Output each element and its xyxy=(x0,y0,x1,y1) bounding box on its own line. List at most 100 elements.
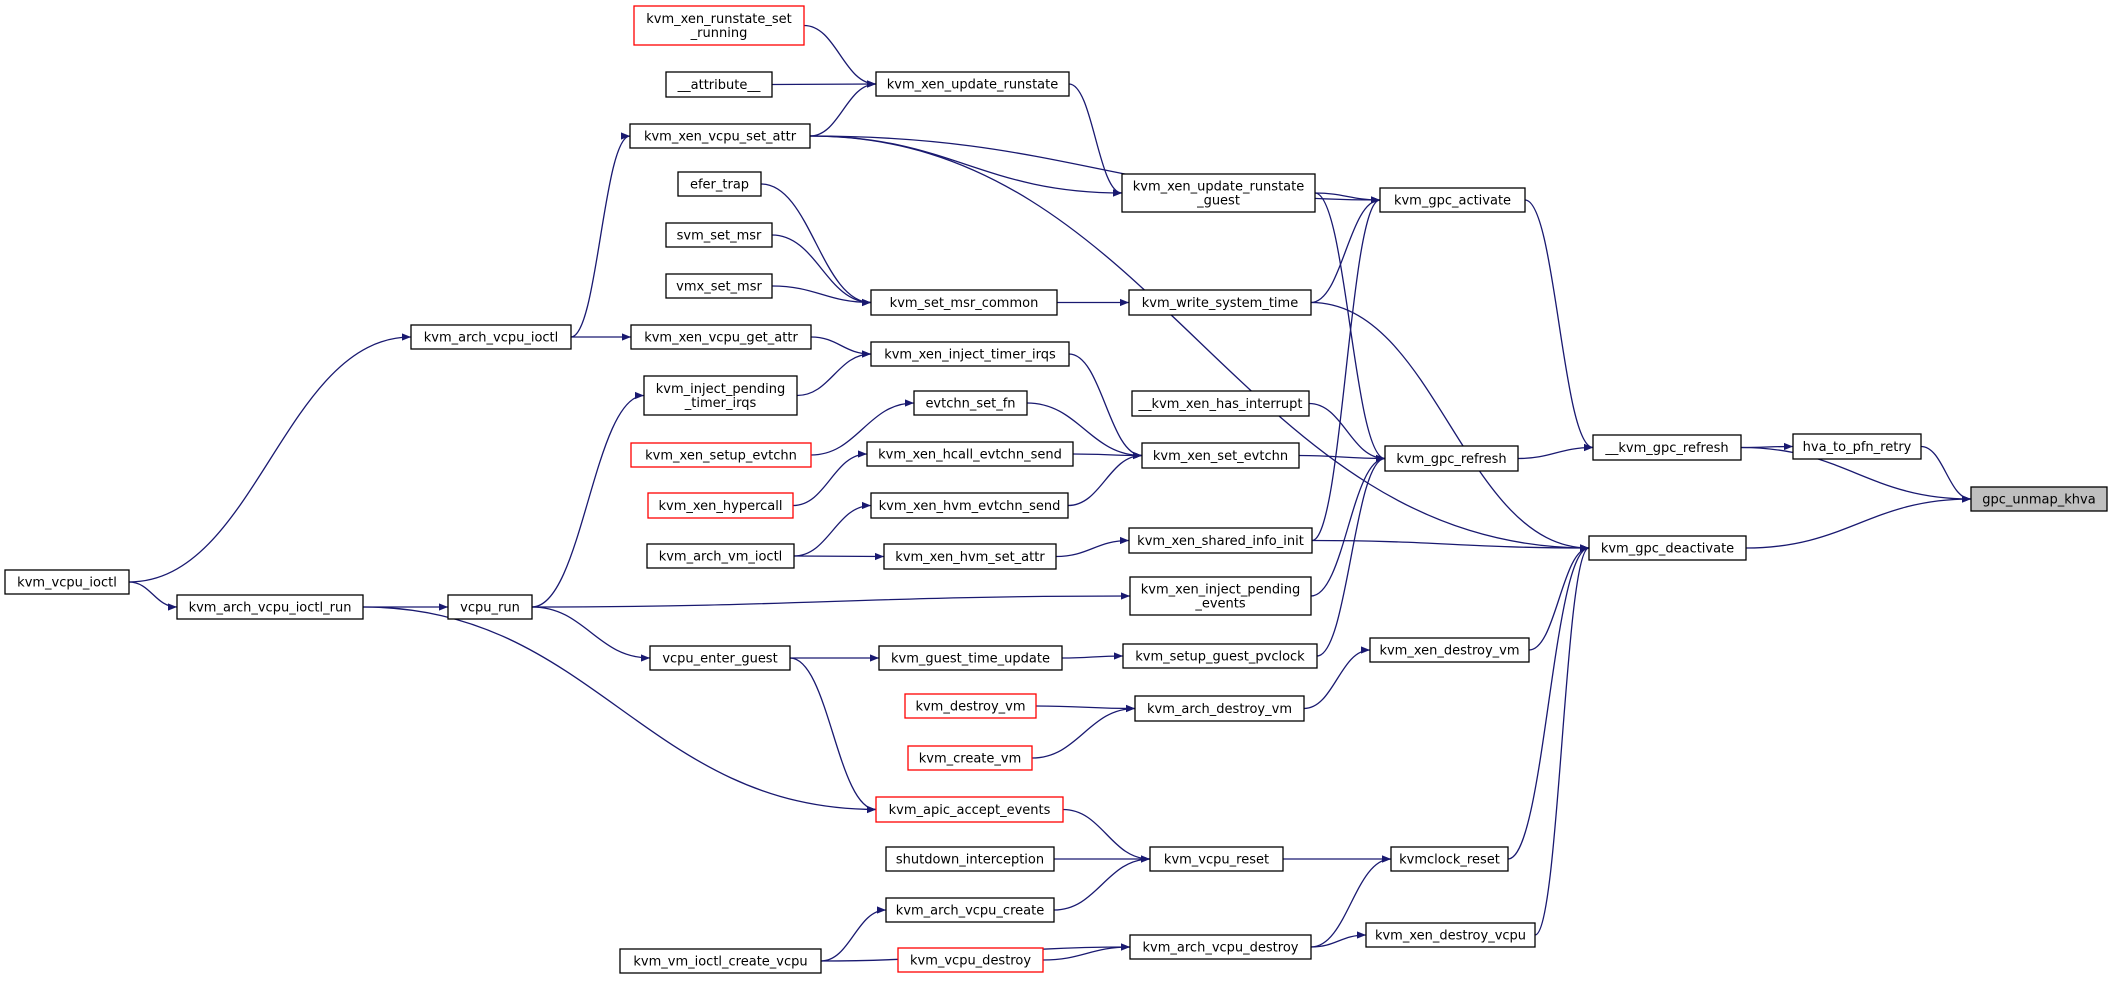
node-kvm-gpc-activate[interactable]: kvm_gpc_activate xyxy=(1379,187,1526,213)
node-kvm-vcpu-ioctl[interactable]: kvm_vcpu_ioctl xyxy=(4,569,130,595)
edge-kvm-xen-hypercall-to-kvm-xen-hcall-evtchn-send xyxy=(792,450,868,507)
node-kvm-gpc-refresh[interactable]: kvm_gpc_refresh xyxy=(1384,445,1519,472)
node-box xyxy=(665,222,773,248)
node-kvm-vcpu-destroy[interactable]: kvm_vcpu_destroy xyxy=(897,947,1044,973)
node-kvm-arch-vcpu-ioctl[interactable]: kvm_arch_vcpu_ioctl xyxy=(410,324,572,350)
edge-kvm-xen-vcpu-get-attr-to-kvm-xen-inject-timer-irqs xyxy=(810,336,872,358)
node-box xyxy=(1970,486,2108,512)
edge-attribute--to-kvm-xen-update-runstate xyxy=(771,80,877,88)
node-kvm-xen-inject-pending-events[interactable]: kvm_xen_inject_pending_events xyxy=(1129,576,1312,616)
node-kvm-xen-set-evtchn[interactable]: kvm_xen_set_evtchn xyxy=(1141,442,1300,469)
edge-kvm-xen-hvm-evtchn-send-to-kvm-xen-set-evtchn xyxy=(1067,451,1143,507)
node-vcpu-run[interactable]: vcpu_run xyxy=(447,594,533,620)
node-box xyxy=(1149,846,1284,872)
node-kvm-arch-vcpu-destroy[interactable]: kvm_arch_vcpu_destroy xyxy=(1129,934,1312,960)
node-kvm-xen-hvm-evtchn-send[interactable]: kvm_xen_hvm_evtchn_send xyxy=(870,492,1069,519)
edge-efer-trap-to-kvm-set-msr-common xyxy=(760,183,872,307)
node-attribute-[interactable]: __attribute__ xyxy=(665,71,773,98)
node-kvm-vcpu-reset[interactable]: kvm_vcpu_reset xyxy=(1149,846,1284,872)
edge-evtchn-set-fn-to-kvm-xen-set-evtchn xyxy=(1026,402,1143,460)
node-label: svm_set_msr xyxy=(677,229,762,244)
node-kvm-xen-vcpu-set-attr[interactable]: kvm_xen_vcpu_set_attr xyxy=(629,123,811,149)
node-box xyxy=(870,341,1070,367)
node-vmx-set-msr[interactable]: vmx_set_msr xyxy=(665,273,773,299)
edge-kvm-arch-vcpu-ioctl-to-kvm-xen-vcpu-set-attr xyxy=(570,132,631,338)
node-kvm-xen-hypercall[interactable]: kvm_xen_hypercall xyxy=(647,492,794,519)
node-kvm-arch-destroy-vm[interactable]: kvm_arch_destroy_vm xyxy=(1134,695,1305,722)
node-evtchn-set-fn[interactable]: evtchn_set_fn xyxy=(913,390,1028,416)
node-box xyxy=(649,645,791,671)
edge-kvm-xen-has-interrupt-to-kvm-gpc-refresh xyxy=(1308,402,1386,463)
node-kvm-destroy-vm[interactable]: kvm_destroy_vm xyxy=(904,693,1037,719)
edge-kvm-destroy-vm-to-kvm-arch-destroy-vm xyxy=(1035,704,1136,713)
node-kvm-arch-vm-ioctl[interactable]: kvm_arch_vm_ioctl xyxy=(646,543,795,569)
node-kvm-apic-accept-events[interactable]: kvm_apic_accept_events xyxy=(875,796,1064,823)
node-box xyxy=(619,948,822,974)
node-vcpu-enter-guest[interactable]: vcpu_enter_guest xyxy=(649,645,791,671)
node-shutdown-interception[interactable]: shutdown_interception xyxy=(885,846,1055,872)
node-label: vcpu_run xyxy=(460,601,520,616)
node-box xyxy=(447,594,533,620)
node-kvm-vm-ioctl-create-vcpu[interactable]: kvm_vm_ioctl_create_vcpu xyxy=(619,948,822,974)
node-kvm-gpc-refresh[interactable]: __kvm_gpc_refresh xyxy=(1592,434,1742,461)
node-box xyxy=(633,5,805,46)
edge-kvm-write-system-time-to-kvm-gpc-deactivate xyxy=(1310,301,1590,552)
node-kvmclock-reset[interactable]: kvmclock_reset xyxy=(1390,846,1509,872)
node-hva-to-pfn-retry[interactable]: hva_to_pfn_retry xyxy=(1792,433,1922,460)
node-label: vmx_set_msr xyxy=(676,280,762,295)
node-kvm-set-msr-common[interactable]: kvm_set_msr_common xyxy=(870,289,1058,316)
node-gpc-unmap-khva[interactable]: gpc_unmap_khva xyxy=(1970,486,2108,512)
node-kvm-xen-hcall-evtchn-send[interactable]: kvm_xen_hcall_evtchn_send xyxy=(866,441,1074,467)
edge-kvm-xen-destroy-vm-to-kvm-gpc-deactivate xyxy=(1528,544,1590,651)
edge-kvm-gpc-refresh-to-kvm-gpc-refresh xyxy=(1517,443,1594,460)
node-efer-trap[interactable]: efer_trap xyxy=(677,171,762,197)
node-label: kvm_xen_setup_evtchn xyxy=(645,449,797,464)
node-kvm-xen-setup-evtchn[interactable]: kvm_xen_setup_evtchn xyxy=(630,442,812,468)
node-kvm-xen-destroy-vm[interactable]: kvm_xen_destroy_vm xyxy=(1369,637,1530,663)
node-kvm-xen-update-runstate[interactable]: kvm_xen_update_runstate xyxy=(875,71,1070,97)
node-kvm-xen-inject-timer-irqs[interactable]: kvm_xen_inject_timer_irqs xyxy=(870,341,1070,367)
node-box xyxy=(904,693,1037,719)
node-kvm-inject-pending-timer-irqs[interactable]: kvm_inject_pending_timer_irqs xyxy=(643,375,798,416)
edge-arrow xyxy=(1534,544,1590,936)
edge-kvmclock-reset-to-kvm-gpc-deactivate xyxy=(1507,544,1590,860)
node-kvm-xen-has-interrupt[interactable]: __kvm_xen_has_interrupt xyxy=(1131,390,1310,417)
node-kvm-xen-destroy-vcpu[interactable]: kvm_xen_destroy_vcpu xyxy=(1365,922,1536,948)
edge-arrow xyxy=(1298,454,1386,463)
node-label: kvm_xen_runstate_set xyxy=(646,12,792,27)
node-label: kvm_gpc_activate xyxy=(1394,194,1511,209)
node-kvm-xen-shared-info-init[interactable]: kvm_xen_shared_info_init xyxy=(1128,527,1313,554)
node-kvm-gpc-deactivate[interactable]: kvm_gpc_deactivate xyxy=(1588,535,1747,561)
node-kvm-arch-vcpu-ioctl-run[interactable]: kvm_arch_vcpu_ioctl_run xyxy=(176,594,364,620)
edge-vcpu-enter-guest-to-kvm-apic-accept-events xyxy=(789,657,877,814)
node-box xyxy=(665,71,773,98)
node-kvm-setup-guest-pvclock[interactable]: kvm_setup_guest_pvclock xyxy=(1122,643,1318,669)
node-kvm-guest-time-update[interactable]: kvm_guest_time_update xyxy=(878,645,1063,671)
node-kvm-xen-hvm-set-attr[interactable]: kvm_xen_hvm_set_attr xyxy=(883,543,1057,570)
node-label: kvm_xen_shared_info_init xyxy=(1137,534,1304,549)
node-label: kvm_destroy_vm xyxy=(915,700,1025,715)
node-kvm-create-vm[interactable]: kvm_create_vm xyxy=(907,745,1033,771)
node-label: _events xyxy=(1194,597,1246,612)
edge-kvm-xen-update-runstate-to-kvm-xen-update-runstate-guest xyxy=(1068,83,1123,197)
edge-kvm-xen-setup-evtchn-to-evtchn-set-fn xyxy=(810,399,915,456)
node-box xyxy=(643,375,798,416)
edge-vcpu-run-to-vcpu-enter-guest xyxy=(531,606,651,662)
node-label: kvm_vcpu_destroy xyxy=(910,954,1031,969)
node-svm-set-msr[interactable]: svm_set_msr xyxy=(665,222,773,248)
node-kvm-write-system-time[interactable]: kvm_write_system_time xyxy=(1128,289,1312,316)
edge-arrow xyxy=(1026,402,1143,460)
node-kvm-xen-runstate-set-running[interactable]: kvm_xen_runstate_set_running xyxy=(633,5,805,46)
node-kvm-xen-update-runstate-guest[interactable]: kvm_xen_update_runstate_guest xyxy=(1121,173,1316,213)
node-label: vcpu_enter_guest xyxy=(662,652,777,667)
edge-kvm-gpc-refresh-to-gpc-unmap-khva xyxy=(1740,446,1972,503)
edge-kvm-xen-shared-info-init-to-kvm-gpc-activate xyxy=(1311,196,1381,542)
node-kvm-xen-vcpu-get-attr[interactable]: kvm_xen_vcpu_get_attr xyxy=(630,324,812,350)
node-box xyxy=(1592,434,1742,461)
node-kvm-arch-vcpu-create[interactable]: kvm_arch_vcpu_create xyxy=(885,897,1055,923)
node-label: _running xyxy=(690,26,748,41)
edge-kvm-xen-hvm-set-attr-to-kvm-xen-shared-info-init xyxy=(1055,536,1130,558)
node-label: kvm_setup_guest_pvclock xyxy=(1135,650,1305,665)
node-label: kvm_apic_accept_events xyxy=(889,803,1051,818)
node-box xyxy=(907,745,1033,771)
